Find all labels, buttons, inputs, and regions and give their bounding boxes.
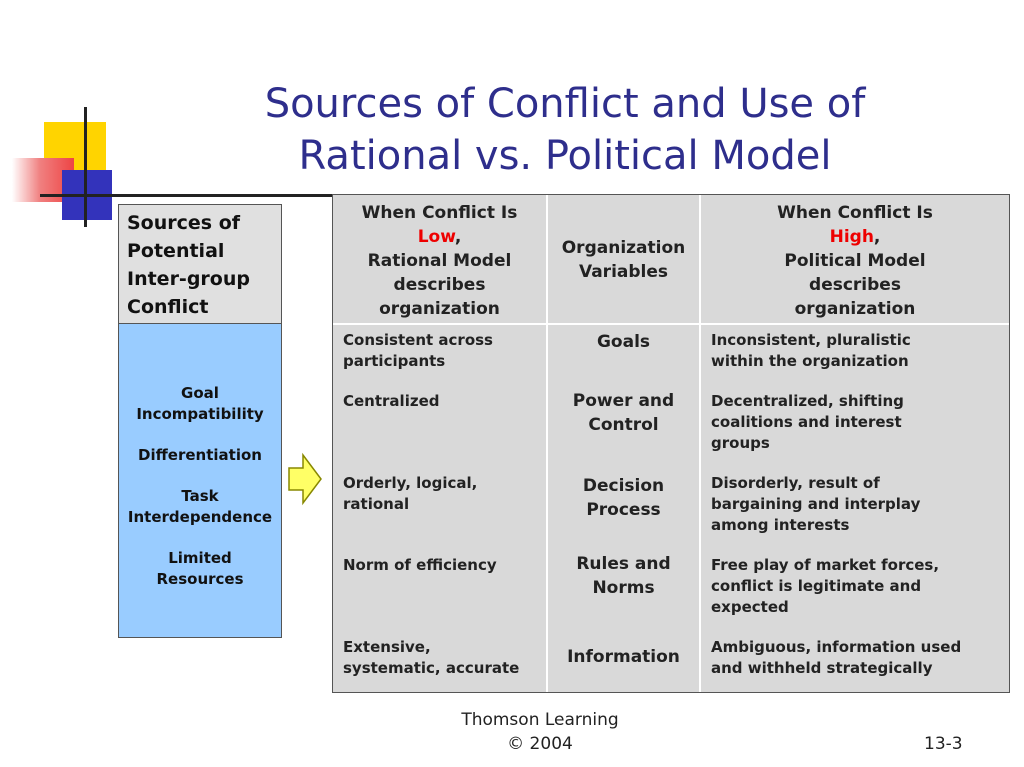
table-divider-1 [546,195,548,692]
low-emphasis: Low [417,227,455,247]
header-high-conflict: When Conflict Is High, Political Model d… [701,201,1009,321]
header-low-line-4: describes [393,275,486,295]
cell-variable-decision: Decision Process [582,476,665,520]
header-low-line-1: When Conflict Is [361,203,518,223]
source-item-task-interdependence: Task Interdependence [127,487,273,526]
footer-publisher: Thomson Learning [461,710,619,730]
cell-rational-goals: Consistent across participants [343,331,493,370]
cell-rational-rules: Norm of efficiency [343,556,497,574]
cell-political-rules: Free play of market forces, conflict is … [711,556,940,616]
high-emphasis: High [829,227,874,247]
slide-title-line-2: Rational vs. Political Model [298,133,832,179]
table-header-divider [333,323,1009,325]
cell-rational-power: Centralized [343,392,440,410]
cell-political-information: Ambiguous, information used and withheld… [711,638,962,677]
header-low-line-5: organization [379,299,500,319]
header-high-line-1: When Conflict Is [777,203,933,223]
right-arrow-icon [288,452,322,506]
slide-title: Sources of Conflict and Use of Rational … [140,78,990,182]
cell-variable-information: Information [567,647,680,667]
header-low-line-3: Rational Model [367,251,512,271]
cell-political-power: Decentralized, shifting coalitions and i… [711,392,904,452]
sources-panel-body: Goal Incompatibility Differentiation Tas… [119,324,281,637]
slide-title-line-1: Sources of Conflict and Use of [264,81,866,127]
header-high-line-2: High, [829,227,881,247]
sources-panel-header: Sources of Potential Inter-group Conflic… [119,205,281,324]
header-high-line-4: describes [809,275,901,295]
sources-panel-title: Sources of Potential Inter-group Conflic… [127,212,250,318]
footer-copyright: © 2004 [507,734,573,754]
conflict-model-table: When Conflict Is Low, Rational Model des… [332,194,1010,693]
cell-variable-power: Power and Control [572,391,675,435]
cell-variable-goals: Goals [596,332,651,352]
header-low-conflict: When Conflict Is Low, Rational Model des… [333,201,546,321]
source-item-limited-resources: Limited Resources [156,549,244,588]
source-item-goal-incompatibility: Goal Incompatibility [136,384,264,423]
sources-panel: Sources of Potential Inter-group Conflic… [118,204,282,638]
cell-rational-information: Extensive, systematic, accurate [343,638,520,677]
table-divider-2 [699,195,701,692]
header-high-line-5: organization [794,299,916,319]
decor-horizontal-line [40,194,338,197]
decor-vertical-line [84,107,87,227]
cell-rational-decision: Orderly, logical, rational [343,474,478,513]
source-item-differentiation: Differentiation [138,446,262,464]
header-high-line-3: Political Model [784,251,926,271]
header-organization-variables: Organization Variables [561,238,686,282]
header-low-line-2: Low, [417,227,462,247]
footer-credit: Thomson Learning © 2004 [440,708,640,756]
slide-number: 13-3 [924,734,963,754]
cell-variable-rules: Rules and Norms [576,554,671,598]
cell-political-decision: Disorderly, result of bargaining and int… [711,474,921,534]
cell-political-goals: Inconsistent, pluralistic within the org… [711,331,911,370]
